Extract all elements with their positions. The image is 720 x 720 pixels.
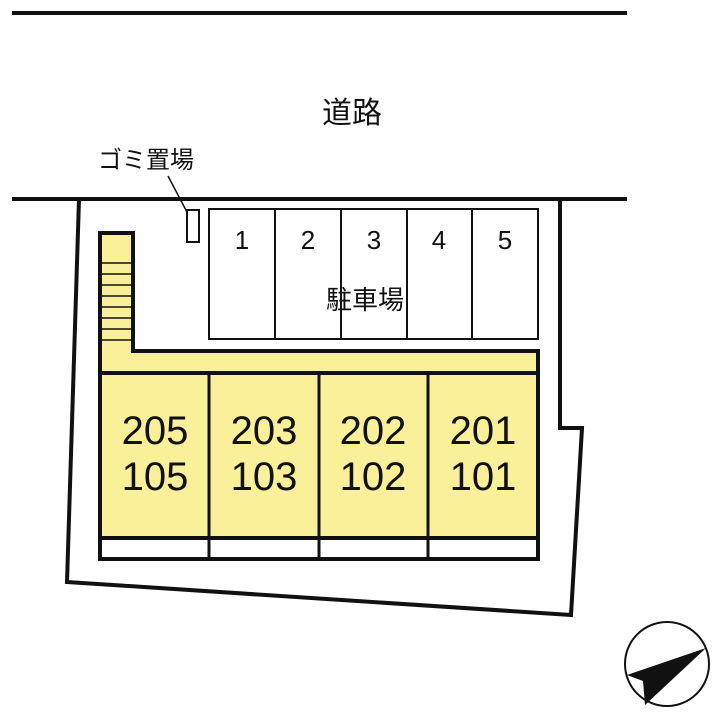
unit-upper-number: 205	[121, 409, 189, 453]
north-arrow-icon	[624, 621, 710, 707]
building	[98, 231, 540, 561]
parking-space-2: 2	[300, 225, 316, 255]
parking-space-1: 1	[234, 225, 250, 255]
unit-203-103: 203 103	[210, 408, 318, 500]
parking-space-5: 5	[497, 225, 513, 255]
unit-202-102: 202 102	[319, 408, 427, 500]
site-boundary	[64, 198, 585, 618]
unit-205-105: 205 105	[101, 408, 209, 500]
parking-label: 駐車場	[326, 286, 405, 316]
unit-lower-number: 101	[449, 455, 517, 499]
garbage-area	[186, 209, 200, 243]
unit-lower-number: 102	[339, 455, 407, 499]
unit-201-101: 201 101	[429, 408, 537, 500]
unit-upper-number: 202	[339, 409, 407, 453]
garbage-leader-line	[167, 175, 189, 215]
parking-space-4: 4	[431, 225, 447, 255]
unit-lower-number: 103	[230, 455, 298, 499]
unit-upper-number: 203	[230, 409, 298, 453]
parking-lot	[208, 208, 539, 340]
garbage-area-label: ゴミ置場	[98, 146, 194, 174]
unit-lower-number: 105	[121, 455, 189, 499]
parking-space-3: 3	[366, 225, 382, 255]
road-label: 道路	[322, 96, 382, 131]
unit-upper-number: 201	[449, 409, 517, 453]
